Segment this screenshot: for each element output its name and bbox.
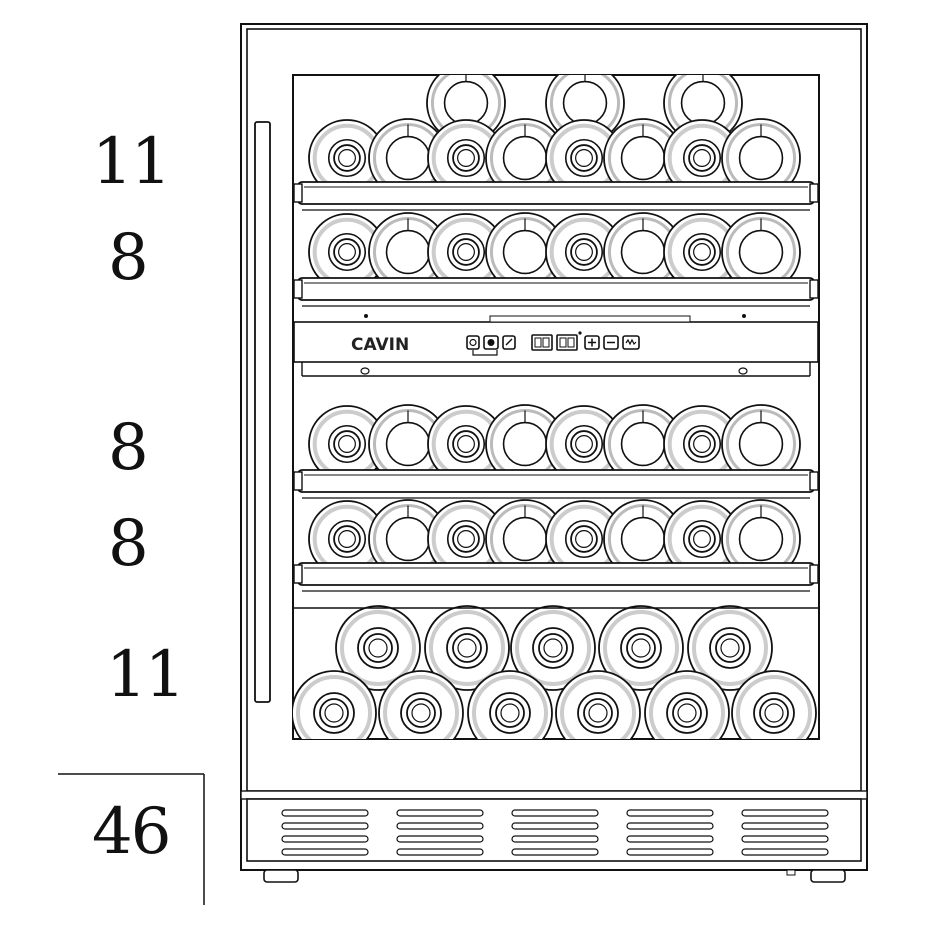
light-button-icon [466,335,480,350]
bottle-neck [308,119,386,197]
row1-count: 11 [92,125,171,199]
bottle-neck [427,213,505,291]
bottle-neck [545,405,623,483]
vent-grille [396,809,484,856]
bottom-trim [240,790,868,800]
shelf-rail [293,469,819,499]
row5-count: 11 [106,638,185,712]
shelf-rail [293,181,819,211]
bottle-neck [598,605,684,691]
bottle-neck [378,670,464,739]
bottle-neck [545,213,623,291]
row4-count: 8 [108,507,149,581]
bottle-neck [308,213,386,291]
bottle-base [603,118,683,198]
bottle-neck [293,670,377,739]
row3-count: 8 [108,411,149,485]
bottle-neck [467,670,553,739]
control-buttons [466,331,640,356]
total-count: 46 [92,795,171,869]
bottle-neck [427,119,505,197]
door-handle [254,121,271,703]
bottle-neck [427,500,505,578]
vent-grille [741,809,829,856]
brand-logo: CAVIN [351,335,409,355]
bottle-neck [424,605,510,691]
bottle-neck [335,605,421,691]
bottle-neck [427,405,505,483]
vent-grille [626,809,714,856]
bottle-base [603,404,683,484]
bottle-base [721,404,801,484]
bottle-neck [687,605,773,691]
bottle-base [721,212,801,292]
vent-grille [281,809,369,856]
shelf-rail [293,562,819,592]
vent-grille [511,809,599,856]
temp-display-2-icon [556,334,578,351]
shelf-rail [293,277,819,307]
bottle-neck [663,213,741,291]
bottle-base [721,118,801,198]
temp-display-icon [531,334,553,351]
bottle-neck [510,605,596,691]
bottle-neck [308,500,386,578]
bottle-base [721,499,801,579]
control-panel: CAVIN [293,314,819,377]
bottle-neck [644,670,730,739]
bottle-neck [731,670,817,739]
left-foot [263,869,299,883]
bottle-base [485,118,565,198]
right-foot [810,869,846,883]
bottle-neck [555,670,641,739]
row2-count: 8 [108,221,149,295]
